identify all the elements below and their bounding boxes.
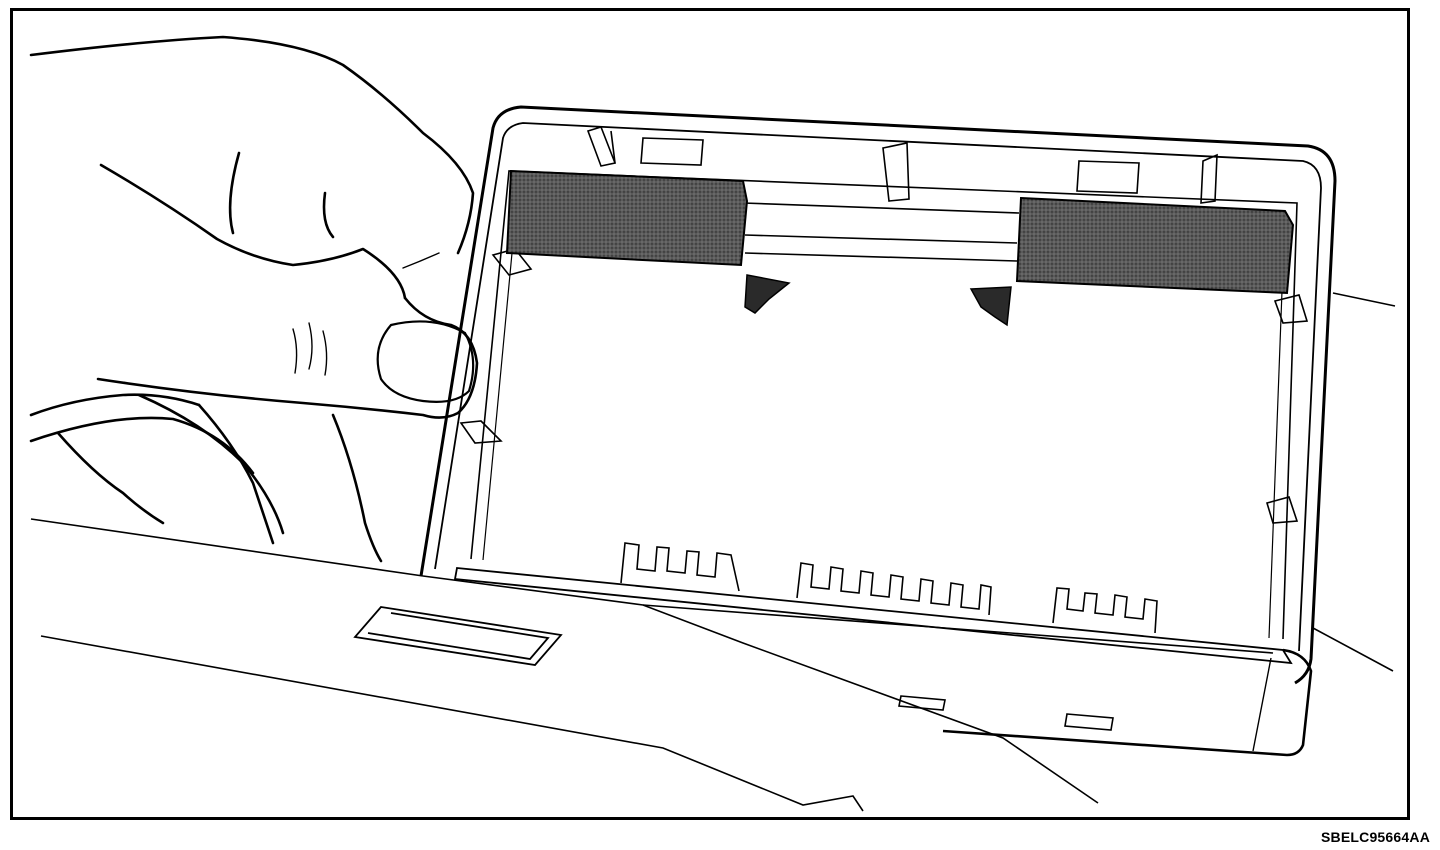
tray-comb-icons <box>620 542 1158 634</box>
console-base <box>30 292 1396 812</box>
base-slot-icon <box>353 606 563 666</box>
felt-pad-left-icon <box>505 169 749 267</box>
figure-code-label: SBELC95664AA <box>1321 829 1430 845</box>
diagram-frame <box>10 8 1410 820</box>
illustration <box>29 35 1396 812</box>
front-tab-icons <box>898 695 1114 731</box>
lid-clip-icons <box>459 126 1309 524</box>
open-cover-lid <box>419 105 1337 757</box>
hand-holding-lid-icon <box>29 35 479 563</box>
pointer-arrow-right-icon <box>969 286 1012 327</box>
pointer-arrow-left-icon <box>744 274 791 314</box>
felt-pad-right-icon <box>1015 196 1295 295</box>
